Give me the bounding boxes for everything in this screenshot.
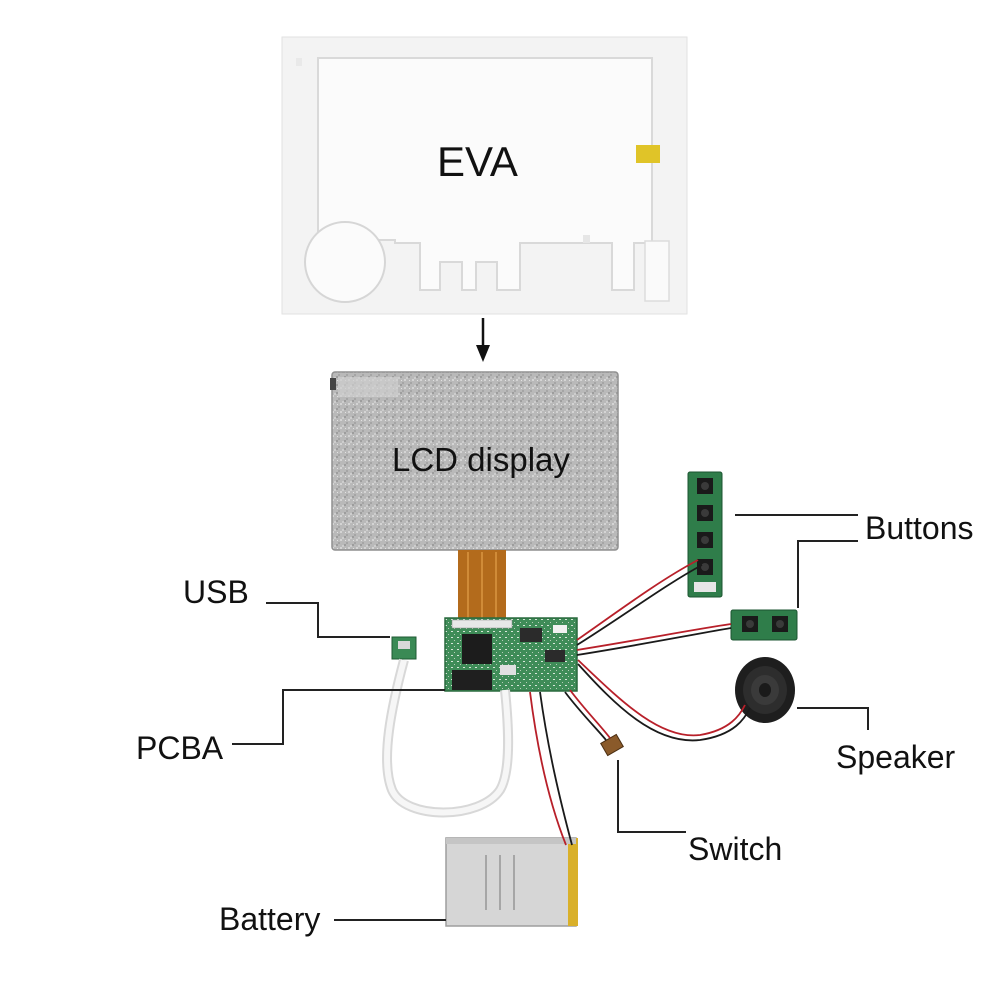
label-pcba: PCBA [136, 730, 224, 766]
eva-to-lcd-arrow [476, 318, 490, 362]
lcd-flex-cable [458, 550, 506, 622]
label-usb: USB [183, 574, 249, 610]
leader-usb [266, 602, 390, 638]
eva-adhesive-tab [636, 145, 660, 163]
label-speaker: Speaker [836, 739, 956, 775]
label-lcd-display: LCD display [392, 441, 570, 478]
memory-chip [452, 670, 492, 690]
leader-buttons-2 [797, 540, 858, 608]
usb-board [391, 636, 417, 660]
main-chip [462, 634, 492, 664]
label-battery: Battery [219, 901, 321, 937]
leader-speaker [797, 707, 869, 730]
wiring [529, 559, 751, 846]
leader-lines [232, 514, 869, 921]
lcd-sticker [338, 377, 398, 397]
button-board-horizontal [730, 609, 798, 641]
eva-foam-tray [281, 36, 688, 315]
slide-switch [600, 733, 624, 757]
speaker-component [735, 657, 795, 723]
label-switch: Switch [688, 831, 783, 867]
button-board-vertical [687, 471, 723, 598]
lithium-battery [445, 837, 578, 927]
leader-switch [617, 760, 686, 833]
label-eva: EVA [437, 138, 518, 185]
pcba-board [444, 617, 578, 692]
leader-pcba [232, 689, 445, 745]
label-buttons: Buttons [865, 510, 974, 546]
